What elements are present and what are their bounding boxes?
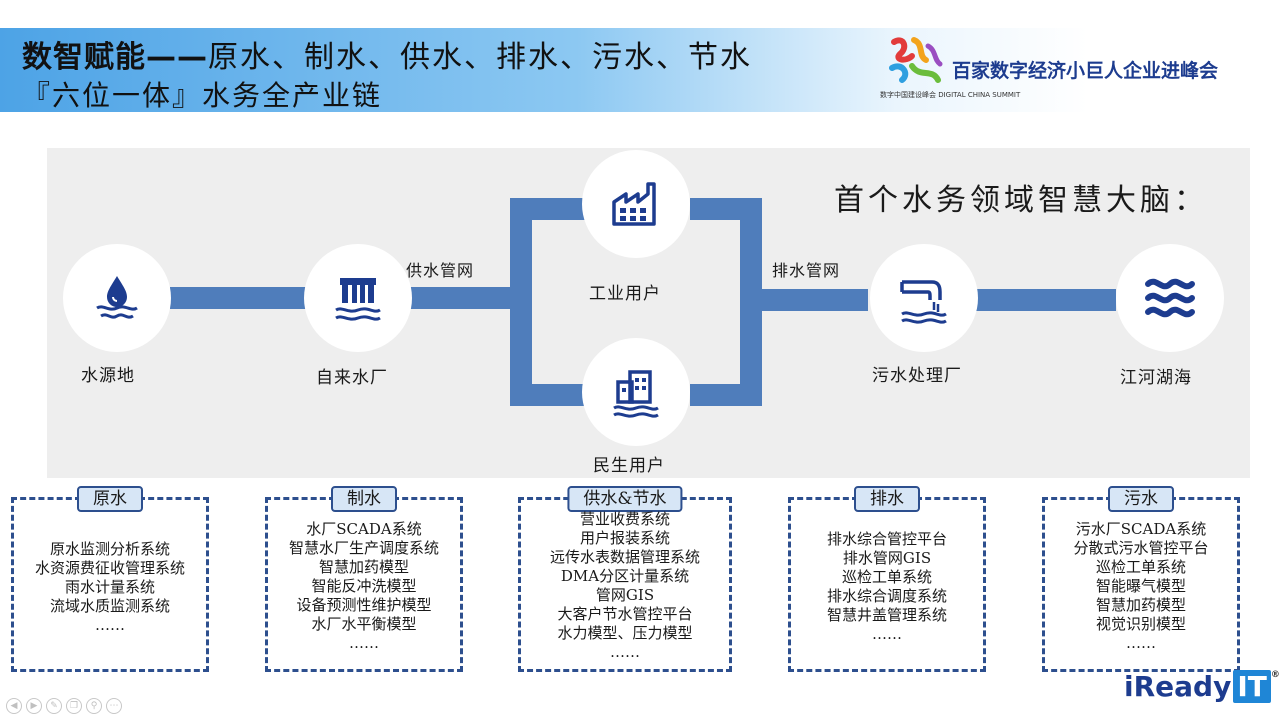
category-items: 营业收费系统 用户报装系统 远传水表数据管理系统 DMA分区计量系统 管网GIS… (521, 510, 729, 662)
list-item: 水厂SCADA系统 (306, 520, 422, 538)
category-box-production: 制水 水厂SCADA系统 智慧水厂生产调度系统 智慧加药模型 智能反冲洗模型 设… (265, 486, 463, 672)
water-plant-icon (335, 278, 381, 321)
label-drain-pipe: 排水管网 (772, 261, 841, 280)
label-rivers: 江河湖海 (1120, 368, 1192, 388)
category-tag: 原水 (77, 486, 143, 512)
category-tag: 制水 (331, 486, 397, 512)
prev-icon[interactable]: ◀ (6, 698, 22, 714)
list-item: 视觉识别模型 (1095, 615, 1186, 633)
pipe-supply-main (410, 287, 514, 309)
list-item: …… (1126, 634, 1156, 652)
label-source: 水源地 (81, 366, 135, 386)
logo-subtitle: 数字中国建设峰会 DIGITAL CHINA SUMMIT (880, 91, 1021, 99)
list-item: 营业收费系统 (579, 510, 670, 528)
category-box-drainage: 排水 排水综合管控平台 排水管网GIS 巡检工单系统 排水综合调度系统 智慧井盖… (788, 486, 986, 672)
list-item: …… (610, 643, 640, 661)
list-item: 智慧水厂生产调度系统 (288, 539, 439, 557)
label-plant: 自来水厂 (316, 368, 388, 388)
summit-logo-icon (889, 37, 943, 83)
label-civil: 民生用户 (593, 456, 665, 476)
node-sewage (870, 244, 978, 352)
label-industrial: 工业用户 (589, 284, 661, 304)
list-item: 排水综合管控平台 (826, 530, 947, 548)
waves-icon (1145, 278, 1195, 318)
slide-controls: ◀ ▶ ✎ ❐ ⚲ ⋯ (6, 698, 122, 714)
list-item: 污水厂SCADA系统 (1075, 520, 1207, 538)
list-item: 巡检工单系统 (1095, 558, 1186, 576)
node-plant (304, 244, 412, 352)
list-item: 水厂水平衡模型 (311, 615, 417, 633)
copy-icon[interactable]: ❐ (66, 698, 82, 714)
list-item: 流域水质监测系统 (49, 597, 170, 615)
list-item: 智慧井盖管理系统 (826, 606, 947, 624)
next-icon[interactable]: ▶ (26, 698, 42, 714)
list-item: 智能曝气模型 (1095, 577, 1186, 595)
page-subtitle: 『六位一体』水务全产业链 (22, 79, 383, 112)
more-icon[interactable]: ⋯ (106, 698, 122, 714)
pen-icon[interactable]: ✎ (46, 698, 62, 714)
list-item: DMA分区计量系统 (560, 567, 690, 585)
list-item: 水力模型、压力模型 (557, 624, 693, 642)
category-tag: 供水&节水 (567, 486, 683, 512)
page-title: 数智赋能——原水、制水、供水、排水、污水、节水 (22, 32, 752, 76)
category-items: 原水监测分析系统 水资源费征收管理系统 雨水计量系统 流域水质监测系统 …… (14, 540, 206, 635)
brand-registered: ® (1270, 670, 1280, 680)
node-industrial (582, 150, 690, 258)
node-rivers (1116, 244, 1224, 352)
label-sewage: 污水处理厂 (872, 366, 962, 386)
node-source (63, 244, 171, 352)
pipe-sewage-river (976, 289, 1116, 311)
list-item: 分散式污水管控平台 (1073, 539, 1209, 557)
list-item: 水资源费征收管理系统 (34, 559, 185, 577)
list-item: 智慧加药模型 (1095, 596, 1186, 614)
list-item: …… (872, 625, 902, 643)
title-rest: 原水、制水、供水、排水、污水、节水 (208, 40, 752, 75)
sewage-outfall-icon (900, 280, 947, 324)
logo-text: 百家数字经济小巨人企业进峰会 (952, 60, 1219, 82)
list-item: 智能反冲洗模型 (311, 577, 417, 595)
list-item: 雨水计量系统 (64, 578, 155, 596)
category-box-sewage: 污水 污水厂SCADA系统 分散式污水管控平台 巡检工单系统 智能曝气模型 智慧… (1042, 486, 1240, 672)
pipe-supply-vertical (510, 198, 532, 406)
pipe-supply-top (510, 198, 588, 220)
title-bold: 数智赋能—— (22, 40, 208, 75)
zoom-icon[interactable]: ⚲ (86, 698, 102, 714)
list-item: 原水监测分析系统 (49, 540, 170, 558)
brand-main: iReady (1124, 670, 1232, 703)
list-item: 大客户节水管控平台 (557, 605, 693, 623)
factory-icon (612, 182, 656, 226)
header-band (0, 28, 1280, 112)
category-items: 排水综合管控平台 排水管网GIS 巡检工单系统 排水综合调度系统 智慧井盖管理系… (791, 530, 983, 644)
category-tag: 污水 (1108, 486, 1174, 512)
node-civil (582, 338, 690, 446)
list-item: 排水综合调度系统 (826, 587, 947, 605)
list-item: 管网GIS (595, 586, 655, 604)
list-item: 用户报装系统 (579, 529, 670, 547)
category-items: 水厂SCADA系统 智慧水厂生产调度系统 智慧加药模型 智能反冲洗模型 设备预测… (268, 520, 460, 653)
list-item: 巡检工单系统 (841, 568, 932, 586)
category-items: 污水厂SCADA系统 分散式污水管控平台 巡检工单系统 智能曝气模型 智慧加药模… (1045, 520, 1237, 653)
category-tag: 排水 (854, 486, 920, 512)
list-item: 设备预测性维护模型 (296, 596, 432, 614)
pipe-source-plant (170, 287, 310, 309)
brand-it: IT (1233, 670, 1271, 703)
label-supply-pipe: 供水管网 (406, 261, 475, 280)
brain-title: 首个水务领域智慧大脑： (834, 183, 1208, 218)
pipe-supply-bottom (510, 384, 588, 406)
list-item: …… (349, 634, 379, 652)
category-box-supply: 供水&节水 营业收费系统 用户报装系统 远传水表数据管理系统 DMA分区计量系统… (518, 486, 732, 672)
list-item: 智慧加药模型 (318, 558, 409, 576)
category-box-raw: 原水 原水监测分析系统 水资源费征收管理系统 雨水计量系统 流域水质监测系统 …… (11, 486, 209, 672)
pipe-drain-main (740, 289, 868, 311)
list-item: 排水管网GIS (842, 549, 932, 567)
residential-building-icon (613, 370, 659, 418)
list-item: 远传水表数据管理系统 (549, 548, 700, 566)
water-drop-icon (96, 276, 138, 319)
list-item: …… (95, 616, 125, 634)
